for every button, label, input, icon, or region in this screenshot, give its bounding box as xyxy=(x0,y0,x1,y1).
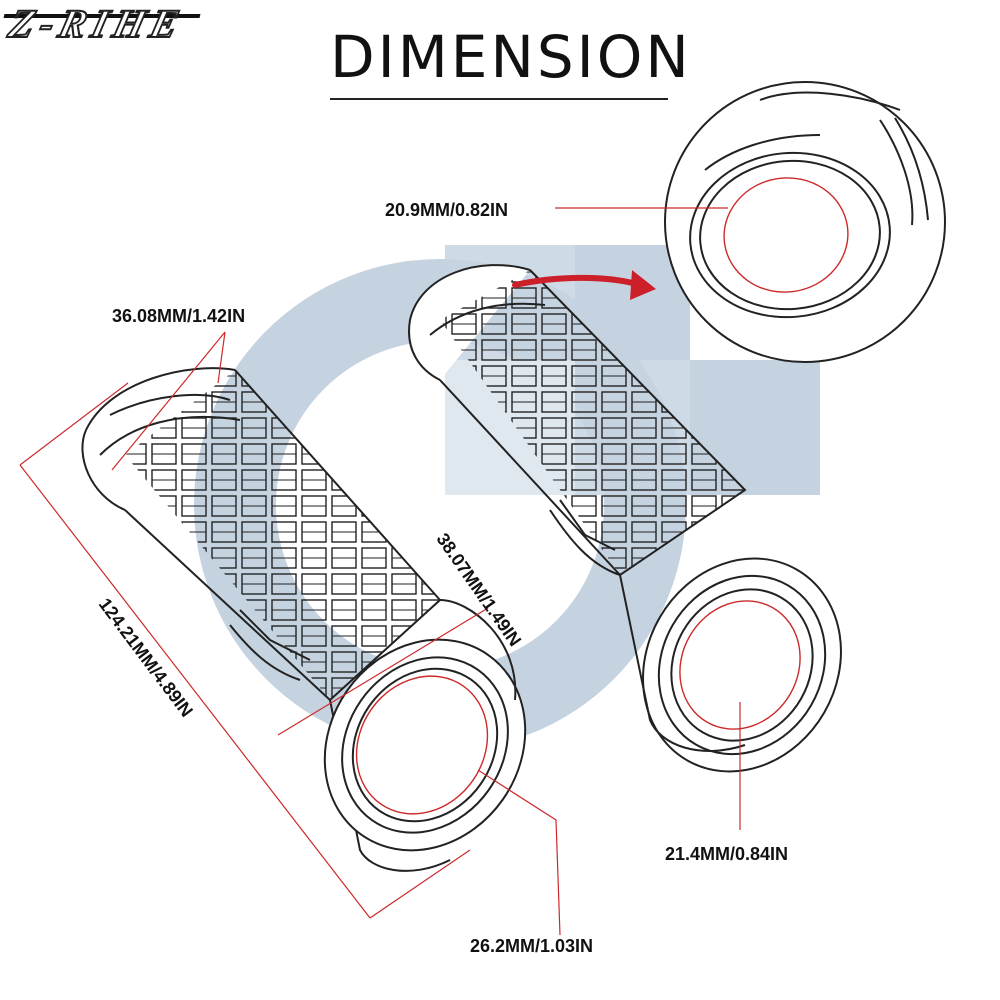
magnified-detail xyxy=(664,81,946,363)
callout-arrow xyxy=(512,270,656,300)
brand-logo: Z-RIHE xyxy=(4,0,191,47)
dimension-label-inner-detail: 20.9MM/0.82IN xyxy=(385,200,509,220)
title-underline xyxy=(330,98,668,100)
dimension-label-outer-top: 36.08MM/1.42IN xyxy=(112,306,246,326)
dimension-label-inner-right: 21.4MM/0.84IN xyxy=(665,844,789,864)
page-title: DIMENSION xyxy=(330,23,692,91)
dimension-lines xyxy=(19,207,741,936)
left-grip-drawing xyxy=(81,367,527,872)
dimension-label-inner-left: 26.2MM/1.03IN xyxy=(470,936,594,956)
right-grip-drawing xyxy=(408,264,842,773)
